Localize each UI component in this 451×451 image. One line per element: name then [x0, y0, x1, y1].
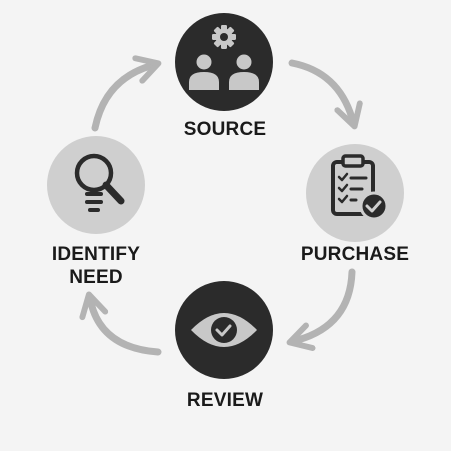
- identify-need-label-line2: NEED: [69, 267, 123, 288]
- arrow-review-to-identify: [79, 291, 162, 356]
- identify-need-label: IDENTIFY NEED: [36, 243, 156, 289]
- arrow-source-to-purchase: [288, 59, 363, 130]
- identify-need-label-line1: IDENTIFY: [51, 244, 141, 265]
- arrow-identify-to-source: [91, 55, 162, 132]
- source-label: SOURCE: [183, 119, 267, 140]
- eye-check-icon: [191, 313, 257, 347]
- clipboard-check-icon: [331, 154, 389, 221]
- lightbulb-search-icon: [74, 153, 125, 212]
- arrow-purchase-to-review: [286, 268, 356, 351]
- purchase-label: PURCHASE: [300, 244, 410, 265]
- identify-circle: [47, 136, 145, 234]
- review-label: REVIEW: [186, 390, 264, 411]
- people-gear-icon: [189, 25, 259, 90]
